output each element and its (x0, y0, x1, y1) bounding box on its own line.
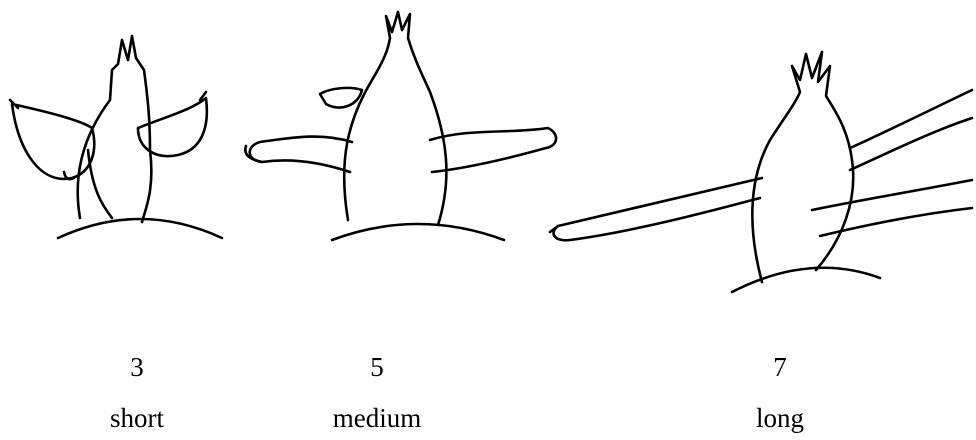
long-right-leaf-lower (810, 178, 974, 238)
base-mound (330, 222, 506, 242)
right-leaf (428, 126, 558, 174)
bulb-outline (751, 50, 855, 284)
long-right-leaf-upper (848, 88, 974, 172)
long-left-leaf (552, 176, 764, 242)
figure-label-long: long (755, 403, 805, 433)
small-leaf (318, 86, 364, 109)
left-leaf-end (244, 144, 264, 164)
right-leaf (136, 90, 209, 158)
long-left-leaf-tip (548, 224, 560, 234)
figure-label-short: short (110, 403, 164, 433)
figure-number-short: 3 (130, 352, 144, 382)
stem-base (62, 170, 76, 181)
plant-drawing-short (8, 34, 224, 240)
plant-drawing-long (548, 50, 974, 294)
left-leaf (248, 135, 354, 174)
base-mound (730, 266, 882, 294)
figure-number-long: 7 (773, 352, 787, 382)
base-mound (56, 217, 224, 240)
left-leaf (8, 98, 96, 181)
figure-number-medium: 5 (370, 352, 384, 382)
bulb-outline (342, 10, 448, 227)
plant-drawing-medium (244, 10, 558, 242)
figure-label-medium: medium (332, 403, 422, 433)
bulb-outline (76, 34, 153, 224)
